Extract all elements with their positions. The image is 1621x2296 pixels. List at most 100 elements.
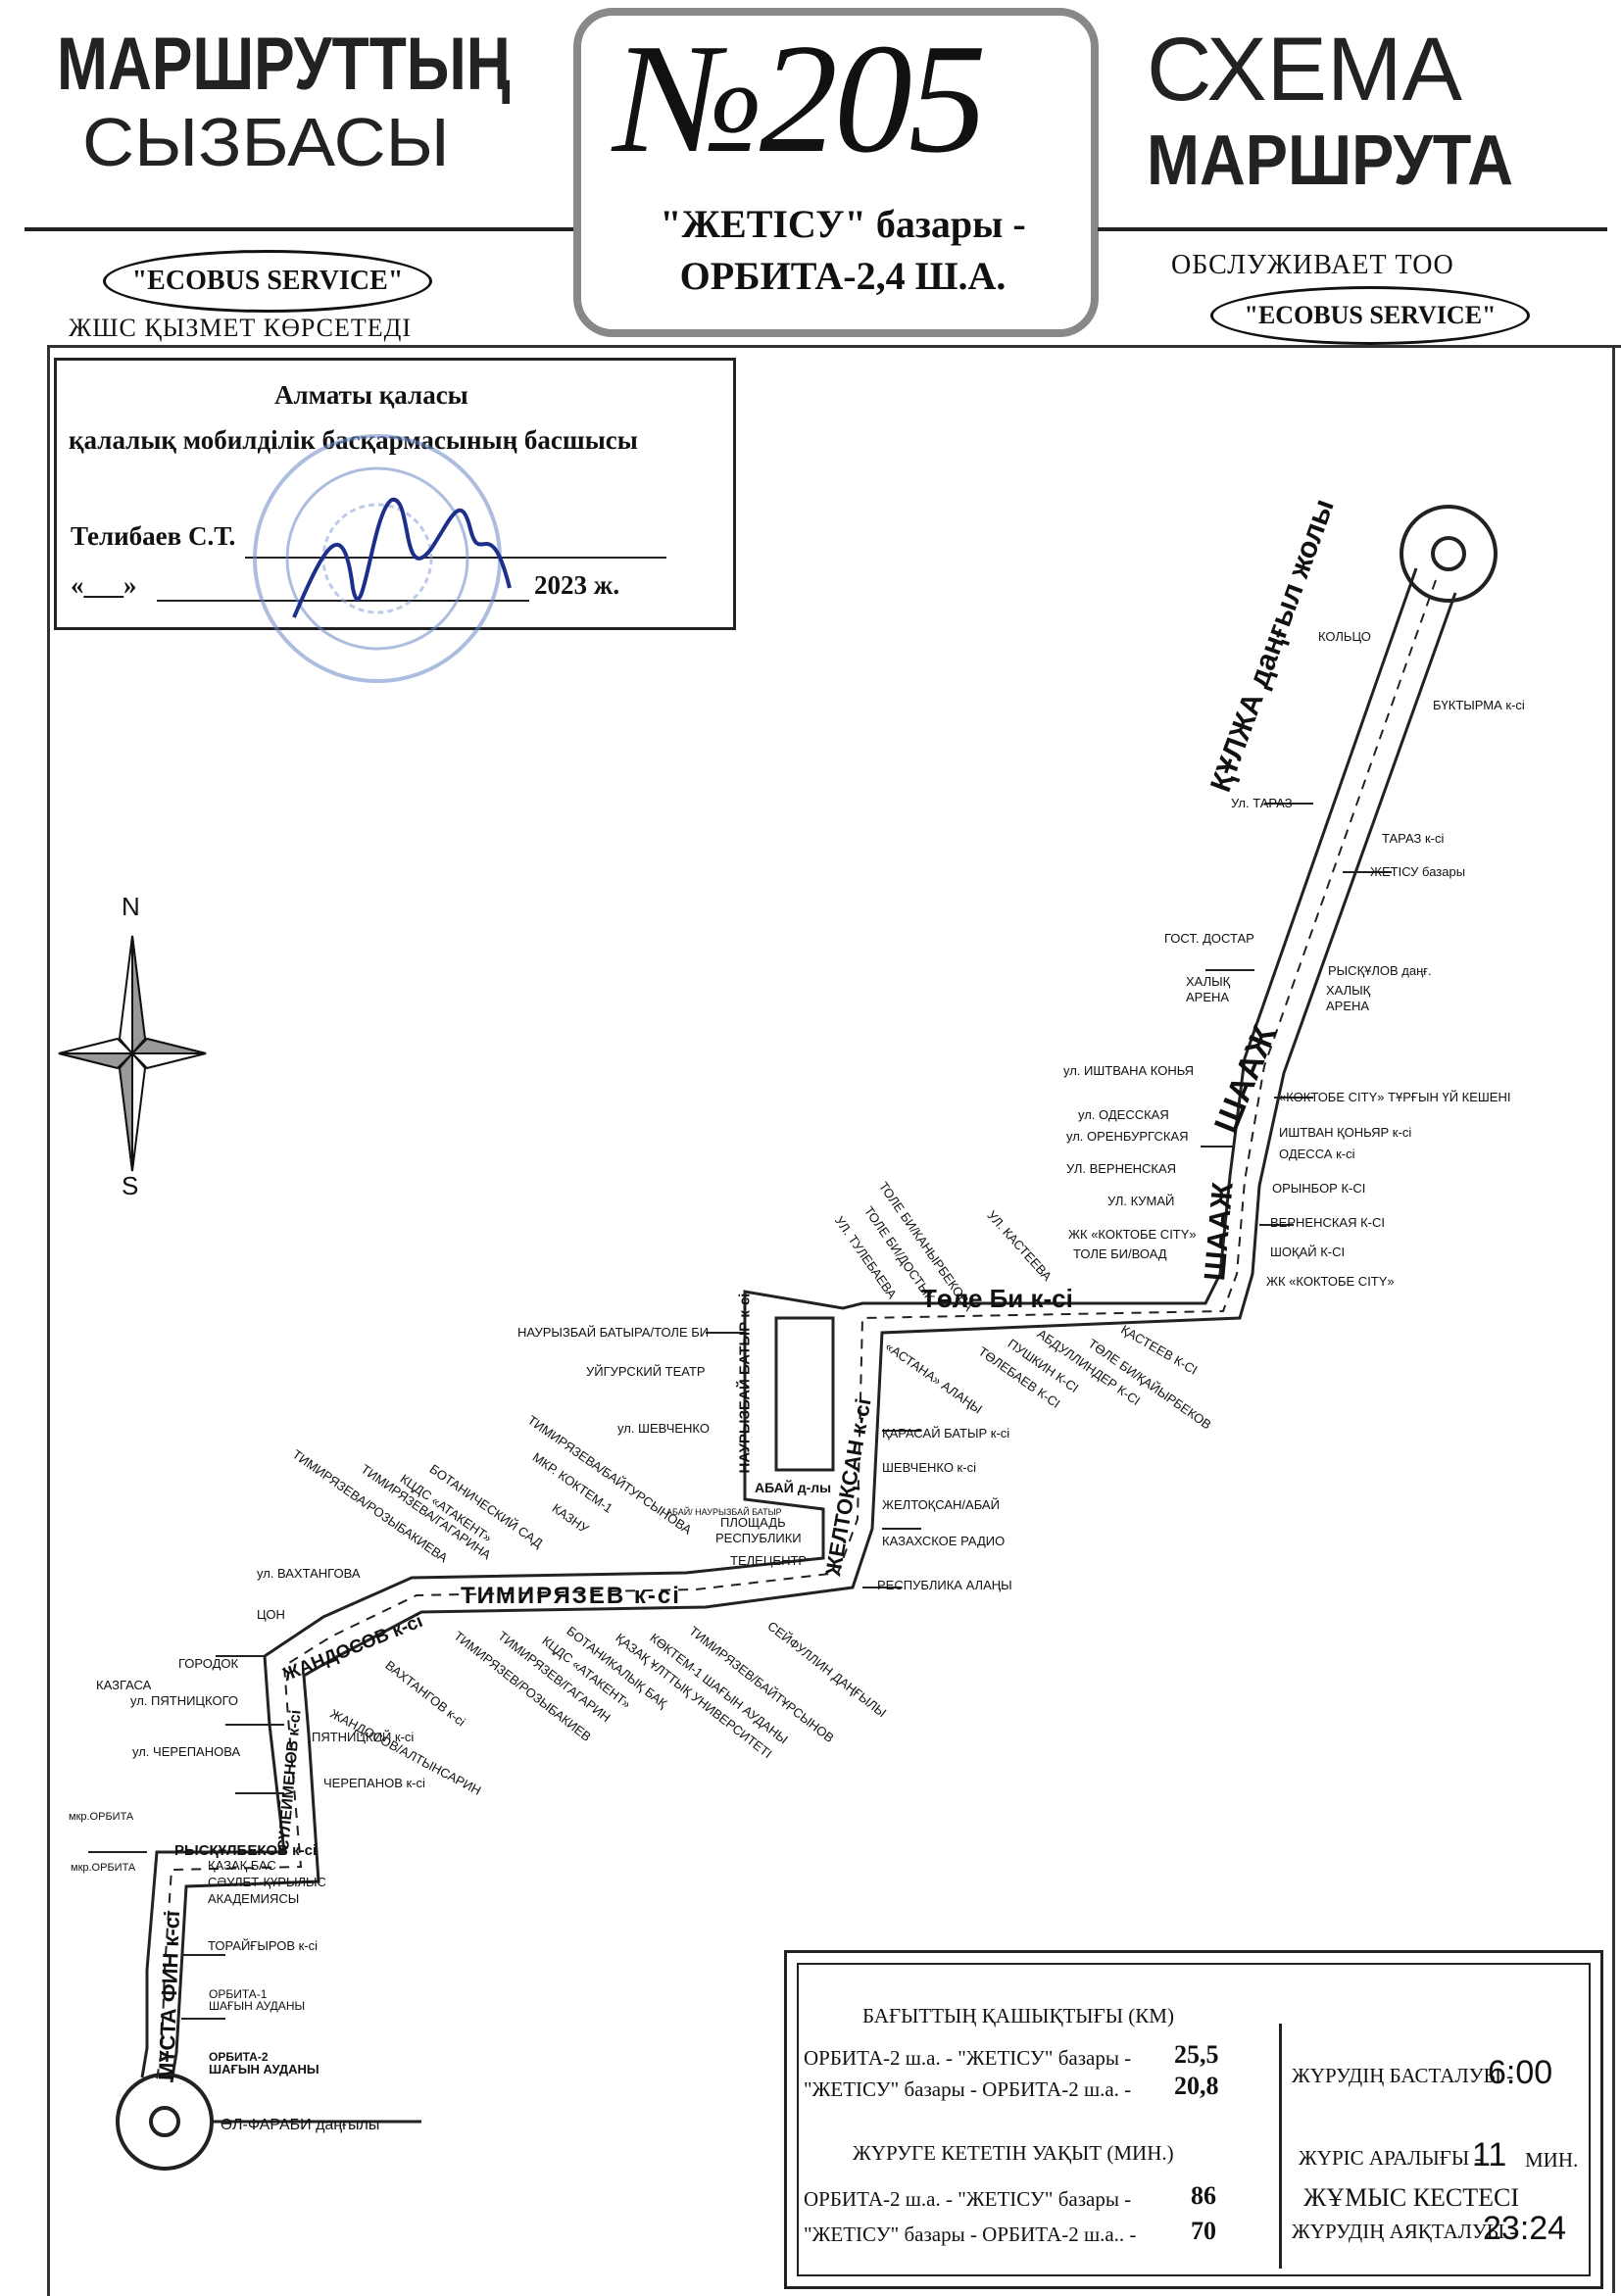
- official-seal: [253, 434, 502, 683]
- legend-divider: [1279, 2024, 1282, 2269]
- stop-label: ВЕРНЕНСКАЯ К-СІ: [1270, 1215, 1385, 1230]
- stop-label: ТОРАЙҒЫРОВ к-сі: [208, 1938, 319, 1953]
- stop-label: АРЕНА: [1326, 999, 1370, 1013]
- stop-label: АБАЙ/ НАУРЫЗБАЙ БАТЫР: [666, 1507, 782, 1517]
- stop-label: КОЛЬЦО: [1318, 629, 1371, 644]
- stop-label: ГОСТ. ДОСТАР: [1164, 931, 1254, 946]
- interval-label: ЖҮРІС АРАЛЫҒЫ -: [1299, 2146, 1482, 2170]
- route-info-legend: [784, 1950, 1603, 2289]
- stop-label: ШЕВЧЕНКО к-сі: [882, 1460, 976, 1475]
- stop-ticks: [88, 803, 1392, 2020]
- stop-label: ШОҚАЙ К-СІ: [1270, 1245, 1346, 1259]
- stop-label: НАУРЫЗБАЙ БАТЫРА/ТОЛЕ БИ: [517, 1325, 710, 1340]
- header-rule-right: [1098, 227, 1607, 231]
- approval-signer: Телибаев С.Т.: [71, 521, 236, 551]
- route-number: №205: [615, 11, 987, 185]
- distance-row1-value: 25,5: [1174, 2040, 1219, 2069]
- stop-label: АКАДЕМИЯСЫ: [208, 1891, 300, 1906]
- stop-label: ТОЛЕ БИ/ВОАД: [1073, 1246, 1167, 1261]
- start-label: ЖҮРУДІҢ БАСТАЛУЫ -: [1292, 2064, 1514, 2087]
- end-label: ЖҮРУДІҢ АЯҚТАЛУЫ -: [1292, 2220, 1517, 2243]
- route-endpoints-line2: ОРБИТА-2,4 Ш.А.: [679, 254, 1007, 298]
- end-value: 23:24: [1483, 2210, 1567, 2247]
- stop-label: ул. ПЯТНИЦКОГО: [130, 1693, 239, 1708]
- street-naurizbai: НАУРЫЗБАЙ БАТЫР к-сі: [736, 1293, 754, 1474]
- header-right-title-line2: МАРШРУТА: [1147, 122, 1514, 200]
- street-al-farabi: ӘЛ-ФАРАБИ даңғылы: [221, 2117, 380, 2133]
- stop-label: ул. ИШТВАНА КОНЬЯ: [1063, 1063, 1195, 1078]
- approval-date-prefix: «___»: [71, 570, 137, 600]
- compass-rose: [58, 935, 207, 1172]
- stop-label: ИШТВАН ҚОНЬЯР к-сі: [1279, 1125, 1412, 1140]
- stop-label: РЕСПУБЛИКИ: [715, 1531, 802, 1545]
- schedule-title: ЖҰМЫС КЕСТЕСІ: [1303, 2183, 1520, 2212]
- approval-block: [54, 358, 736, 630]
- header-right-title-line1: СХЕМА: [1147, 20, 1462, 120]
- stop-label: ЧЕРЕПАНОВ к-сі: [323, 1776, 425, 1790]
- stop-label: УЙГУРСКИЙ ТЕАТР: [586, 1364, 706, 1379]
- right-operator-badge: "ECOBUS SERVICE": [1210, 286, 1530, 345]
- stop-label: ЖК «КОКТОБЕ CITY»: [1266, 1274, 1395, 1289]
- signature-scribble: [292, 498, 512, 618]
- stop-label: ЖЕЛТОҚСАН/АБАЙ: [882, 1497, 1000, 1512]
- right-operator-text: "ECOBUS SERVICE": [1244, 301, 1497, 329]
- stop-label: ҚАРАСАЙ БАТЫР к-сі: [882, 1426, 1010, 1441]
- terminal-south-ring: [116, 2073, 214, 2171]
- left-service-text: ЖШС ҚЫЗМЕТ КӨРСЕТЕДІ: [69, 314, 413, 342]
- legend-inner-border: [797, 1963, 1591, 2276]
- stop-label: УЛ. ВЕРНЕНСКАЯ: [1066, 1161, 1177, 1176]
- signature-line: [245, 557, 666, 559]
- terminal-north-dot: [1431, 536, 1466, 571]
- street-abai: АБАЙ д-лы: [755, 1480, 832, 1495]
- terminal-south-dot: [149, 2106, 180, 2137]
- stop-label: мкр.ОРБИТА: [69, 1811, 134, 1823]
- stop-label: ОРЫНБОР К-СІ: [1272, 1181, 1366, 1196]
- start-value: 6:00: [1488, 2054, 1553, 2091]
- stop-label: ул. ШЕВЧЕНКО: [617, 1421, 710, 1436]
- header-left-title-line1: МАРШРУТТЫҢ: [57, 23, 511, 106]
- stop-label: ул. ВАХТАНГОВА: [257, 1566, 361, 1581]
- stop-label: ул. ОДЕССКАЯ: [1078, 1107, 1169, 1122]
- right-service-text: ОБСЛУЖИВАЕТ ТОО: [1171, 250, 1454, 280]
- interval-value: 11: [1472, 2136, 1507, 2174]
- time-row1-value: 86: [1191, 2181, 1216, 2210]
- route-title-box: [573, 8, 1099, 337]
- compass-south: S: [122, 1171, 139, 1200]
- map-frame: [47, 345, 1621, 2296]
- terminal-north-ring: [1400, 505, 1498, 603]
- approval-line1: Алматы қаласы: [274, 380, 468, 410]
- stop-label: ЖЕТІСУ базары: [1370, 864, 1466, 879]
- stop-label: Ул. ТАРАЗ: [1231, 796, 1293, 810]
- stop-label: БҮКТЫРМА к-сі: [1433, 698, 1525, 712]
- header-rule-left: [25, 227, 573, 231]
- distance-row2-value: 20,8: [1174, 2072, 1219, 2100]
- stop-label: ГОРОДОК: [178, 1656, 239, 1671]
- stop-label: ПЯТНИЦКИЙ к-сі: [312, 1730, 415, 1744]
- stop-label: ЦОН: [257, 1607, 285, 1622]
- time-row2-label: "ЖЕТІСУ" базары - ОРБИТА-2 ш.а.. -: [804, 2223, 1137, 2246]
- map-frame-right-border: [1612, 345, 1615, 2293]
- interval-unit: МИН.: [1525, 2148, 1579, 2172]
- distance-row1-label: ОРБИТА-2 ш.а. - "ЖЕТІСУ" базары -: [804, 2046, 1132, 2070]
- stop-label: ШАҒЫН АУДАНЫ: [209, 1999, 306, 2013]
- stop-label: ОРБИТА-2: [209, 2050, 269, 2064]
- street-ryskulbekov: РЫСҚҰЛБЕКОВ к-сі: [174, 1842, 318, 1859]
- header-left-title-line2: СЫЗБАСЫ: [82, 104, 450, 180]
- approval-date-suffix: 2023 ж.: [534, 570, 620, 600]
- stop-label: ул. ЧЕРЕПАНОВА: [132, 1744, 241, 1759]
- stop-label: «КОКТОБЕ CITY» ТҰРҒЫН ҮЙ КЕШЕНІ: [1279, 1090, 1511, 1104]
- route-corridor: [140, 567, 1457, 2083]
- distance-row2-label: "ЖЕТІСУ" базары - ОРБИТА-2 ш.а. -: [804, 2077, 1132, 2101]
- stop-label: КАЗГАСА: [96, 1678, 152, 1692]
- stop-label: АРЕНА: [1186, 990, 1230, 1004]
- street-tole-bi: Төле Би к-сі: [921, 1284, 1073, 1313]
- stop-label: ХАЛЫҚ: [1326, 983, 1371, 998]
- stop-label: УЛ. КУМАЙ: [1107, 1194, 1175, 1208]
- time-title: ЖҮРУГЕ КЕТЕТІН УАҚЫТ (МИН.): [853, 2141, 1174, 2165]
- stop-label: ТЕЛЕЦЕНТР: [730, 1553, 808, 1568]
- stop-label: ҚАЗАҚ БАС: [208, 1858, 276, 1873]
- stop-label: ПЛОЩАДЬ: [720, 1515, 786, 1530]
- stop-label: РЕСПУБЛИКА АЛАҢЫ: [877, 1578, 1012, 1592]
- time-row2-value: 70: [1191, 2217, 1216, 2245]
